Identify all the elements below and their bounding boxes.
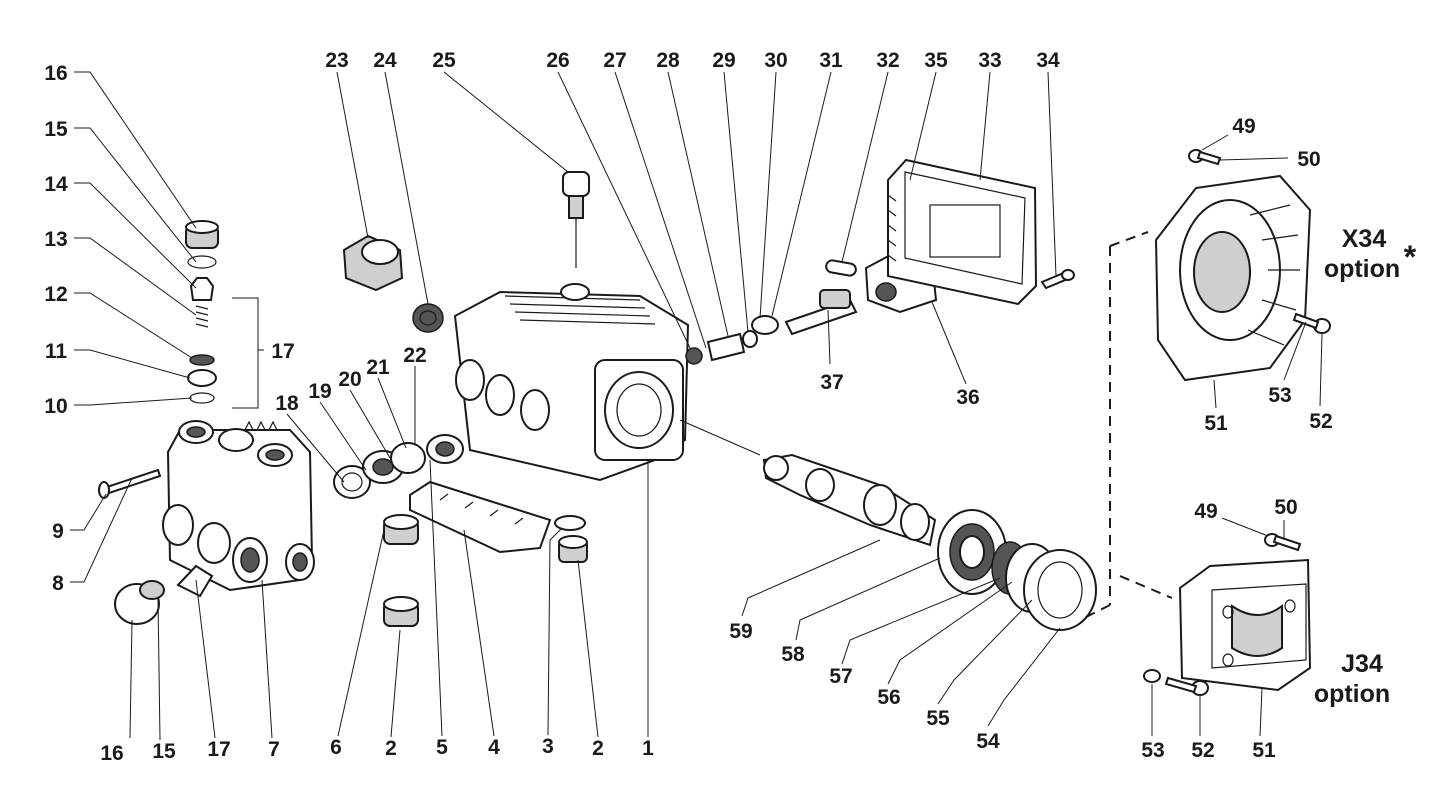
leader-lines	[70, 71, 1323, 741]
valve-17-bottom	[176, 564, 214, 598]
screw-52-top	[1292, 312, 1331, 334]
bearing-58	[937, 509, 1007, 595]
label-11: 11	[45, 340, 68, 363]
label-26: 26	[546, 49, 569, 72]
plate-4	[409, 480, 552, 554]
valve-cage-14	[187, 277, 217, 404]
washer-53-bottom	[1143, 669, 1161, 683]
rear-cover-33	[887, 158, 1038, 306]
label-7: 7	[268, 738, 280, 761]
label-51-top: 51	[1204, 412, 1228, 435]
seal-stack	[333, 434, 464, 499]
label-56: 56	[877, 686, 900, 709]
label-6: 6	[330, 736, 342, 759]
label-16: 16	[44, 62, 67, 85]
alignment-lines	[679, 231, 1173, 621]
label-31: 31	[819, 49, 843, 72]
label-16-bottom: 16	[100, 742, 123, 765]
label-59: 59	[729, 620, 752, 643]
connecting-rod-37	[784, 289, 858, 336]
label-34: 34	[1036, 49, 1060, 72]
label-35: 35	[924, 49, 948, 72]
plug-2-lower	[383, 596, 419, 627]
label-50-bottom: 50	[1274, 496, 1297, 519]
label-53-top: 53	[1268, 384, 1291, 407]
plug-6	[383, 514, 419, 545]
label-50-top: 50	[1297, 148, 1320, 171]
cap-16-bottom	[114, 580, 165, 625]
label-3: 3	[542, 735, 554, 758]
cover-51-x34	[1154, 174, 1312, 382]
screw-49-top	[1188, 149, 1222, 166]
label-19: 19	[308, 380, 331, 403]
plug-23	[342, 234, 404, 292]
label-52-bottom: 52	[1191, 739, 1214, 762]
label-14: 14	[44, 173, 68, 196]
label-18: 18	[275, 392, 299, 415]
label-5: 5	[436, 736, 448, 759]
label-57: 57	[829, 665, 852, 688]
label-27: 27	[603, 49, 626, 72]
label-36: 36	[956, 386, 979, 409]
bearing-24	[412, 303, 444, 333]
label-32: 32	[876, 49, 899, 72]
camshaft-59	[762, 453, 937, 547]
label-23: 23	[325, 49, 348, 72]
label-4: 4	[488, 736, 500, 759]
label-30: 30	[764, 49, 787, 72]
label-49-top: 49	[1232, 115, 1255, 138]
label-17-top: 17	[271, 340, 294, 363]
label-20: 20	[338, 368, 361, 391]
label-49-bottom: 49	[1194, 500, 1217, 523]
label-55: 55	[926, 707, 950, 730]
plunger-assembly	[685, 315, 779, 365]
cap-16-top	[185, 220, 219, 269]
screw-49-bottom	[1264, 533, 1302, 552]
ring-stack-54-57	[991, 541, 1097, 631]
label-15-bottom: 15	[152, 740, 176, 763]
screw-52-bottom	[1164, 676, 1209, 696]
manifold-head-7	[162, 420, 315, 592]
label-54: 54	[976, 730, 1000, 753]
part-labels: 16 15 14 13 12 11 10 17 9 8 16 15 17 7 6…	[44, 49, 1332, 765]
pin-32	[825, 259, 857, 277]
label-13: 13	[44, 228, 67, 251]
label-52-top: 52	[1309, 410, 1332, 433]
label-12: 12	[44, 283, 67, 306]
j34-option-line1: J34	[1341, 650, 1383, 678]
option-captions: X34 option * J34 option	[1314, 225, 1417, 708]
label-33: 33	[978, 49, 1001, 72]
label-8: 8	[52, 572, 64, 595]
washer-3	[554, 515, 586, 531]
label-9: 9	[52, 520, 64, 543]
crankcase-1	[453, 283, 690, 482]
label-10: 10	[44, 395, 67, 418]
label-15: 15	[44, 118, 68, 141]
label-1: 1	[642, 737, 654, 760]
label-25: 25	[432, 49, 456, 72]
label-24: 24	[373, 49, 397, 72]
label-2-lower: 2	[385, 737, 397, 760]
label-2-right: 2	[592, 737, 604, 760]
label-28: 28	[656, 49, 680, 72]
dipstick-25	[562, 171, 590, 268]
screw-34	[1040, 269, 1075, 290]
label-17-bottom: 17	[207, 738, 230, 761]
label-29: 29	[712, 49, 735, 72]
j34-option-line2: option	[1314, 680, 1390, 708]
x34-option-line1: X34	[1342, 225, 1387, 253]
label-58: 58	[781, 643, 805, 666]
x34-option-asterisk: *	[1404, 239, 1417, 275]
x34-option-line2: option	[1324, 255, 1400, 283]
label-21: 21	[366, 356, 390, 379]
label-51-bottom: 51	[1252, 739, 1276, 762]
label-53-bottom: 53	[1141, 739, 1164, 762]
label-37: 37	[820, 371, 843, 394]
bracket-51-j34	[1178, 558, 1312, 692]
plug-2-right	[558, 535, 588, 563]
label-22: 22	[403, 344, 426, 367]
